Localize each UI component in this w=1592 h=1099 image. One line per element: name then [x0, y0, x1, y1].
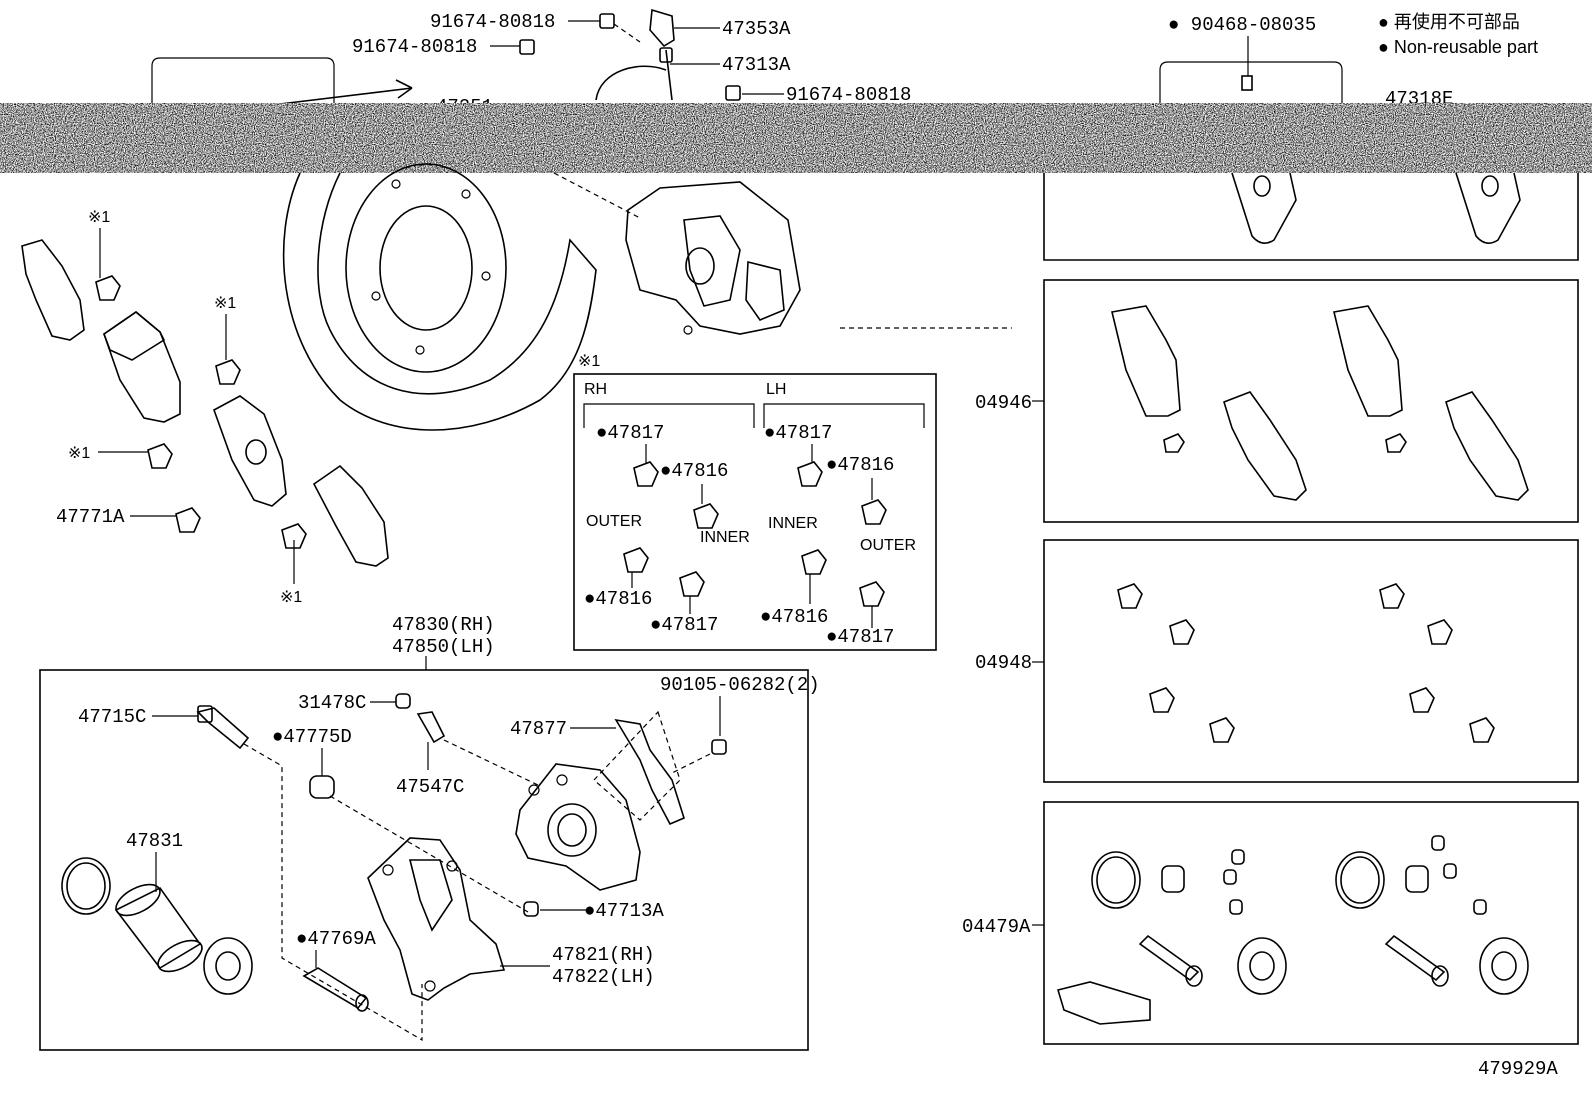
label-47713A[interactable]: ●47713A	[584, 900, 664, 922]
clip-detail-box	[573, 373, 937, 651]
bracket-icon	[649, 8, 675, 48]
hose-icon	[595, 47, 673, 101]
anti-rattle-spring	[614, 718, 685, 826]
label-47771A[interactable]: 47771A	[56, 506, 125, 528]
caliper-mounting-bracket	[367, 837, 506, 1001]
piston-icon	[114, 883, 203, 973]
label-04479A[interactable]: 04479A	[962, 916, 1031, 938]
kit-box-04948	[1043, 539, 1579, 783]
legend-jp: ● 再使用不可部品	[1378, 12, 1520, 32]
guide-pin-lower-icon	[302, 967, 369, 1012]
guide-boot-icon	[523, 901, 539, 917]
label-91674-80818-c[interactable]: 91674-80818	[786, 84, 911, 106]
note-mark-4: ※1	[280, 589, 302, 606]
guide-pin-icon	[196, 705, 250, 750]
seal-kit-04479A	[1056, 835, 1529, 1025]
label-47353A[interactable]: 47353A	[722, 18, 791, 40]
clip-inner-rh: INNER	[700, 529, 750, 546]
caliper-assembly-top	[625, 181, 801, 335]
label-47715C[interactable]: 47715C	[78, 706, 146, 728]
clip-47816-rh-b[interactable]: ●47816	[584, 588, 652, 610]
clip-outer-rh: OUTER	[586, 513, 642, 530]
pad-shims-04946	[1111, 305, 1529, 501]
clipbox-lh: LH	[766, 381, 786, 398]
obscured-band	[0, 103, 1592, 173]
pad-kit-box-top	[1043, 172, 1579, 261]
label-90468-08035[interactable]: ● 90468-08035	[1168, 14, 1316, 36]
clip-47816-rh-a[interactable]: ●47816	[660, 460, 728, 482]
kit-box-04479A	[1043, 801, 1579, 1045]
note-mark-2: ※1	[214, 295, 236, 312]
clips-04948	[1117, 583, 1495, 743]
caliper-kit-box	[39, 669, 809, 1051]
piston-boot-icon	[203, 937, 253, 995]
clip-47817-lh-a[interactable]: ●47817	[764, 422, 832, 444]
caliper-body	[515, 763, 641, 891]
label-90105-06282[interactable]: 90105-06282(2)	[660, 674, 820, 696]
clip-47817-rh-b[interactable]: ●47817	[650, 614, 718, 636]
bolt-icon	[519, 39, 535, 55]
label-47769A[interactable]: ●47769A	[296, 928, 376, 950]
label-91674-80818-a[interactable]: 91674-80818	[430, 11, 555, 33]
label-47313A[interactable]: 47313A	[722, 54, 791, 76]
label-47775D[interactable]: ●47775D	[272, 726, 352, 748]
clip-47816-lh-a[interactable]: ●47816	[826, 454, 894, 476]
label-47821-RH[interactable]: 47821(RH)	[552, 944, 655, 966]
label-31478C[interactable]: 31478C	[298, 692, 366, 714]
note-mark-1: ※1	[88, 209, 110, 226]
legend-en: ● Non-reusable part	[1378, 37, 1538, 57]
label-47831[interactable]: 47831	[126, 830, 183, 852]
dust-shield	[282, 163, 597, 431]
label-04948[interactable]: 04948	[975, 652, 1032, 674]
clip-47817-lh-b[interactable]: ●47817	[826, 626, 894, 648]
bleeder-icon	[416, 711, 446, 744]
kit-box-04946	[1043, 279, 1579, 523]
brake-pads-left	[21, 239, 389, 567]
clipbox-note-mark: ※1	[578, 353, 600, 370]
clip-icon	[95, 275, 307, 549]
clip-47816-lh-b[interactable]: ●47816	[760, 606, 828, 628]
label-47547C[interactable]: 47547C	[396, 776, 464, 798]
clip-outer-lh: OUTER	[860, 537, 916, 554]
note-mark-3: ※1	[68, 445, 90, 462]
label-47877[interactable]: 47877	[510, 718, 567, 740]
clip-47817-rh-a[interactable]: ●47817	[596, 422, 664, 444]
piston-seal-icon	[61, 857, 111, 915]
boot-icon	[309, 775, 335, 799]
label-91674-80818-b[interactable]: 91674-80818	[352, 36, 477, 58]
bolt-icon	[599, 13, 641, 43]
bolt-icon	[711, 739, 727, 755]
diagram-id: 479929A	[1478, 1058, 1558, 1080]
label-47822-LH[interactable]: 47822(LH)	[552, 966, 655, 988]
clip-inner-lh: INNER	[768, 515, 818, 532]
clipbox-rh: RH	[584, 381, 607, 398]
bolt-icon	[725, 85, 741, 101]
label-47850-LH[interactable]: 47850(LH)	[392, 636, 495, 658]
label-04946[interactable]: 04946	[975, 392, 1032, 414]
label-47830-RH[interactable]: 47830(RH)	[392, 614, 495, 636]
